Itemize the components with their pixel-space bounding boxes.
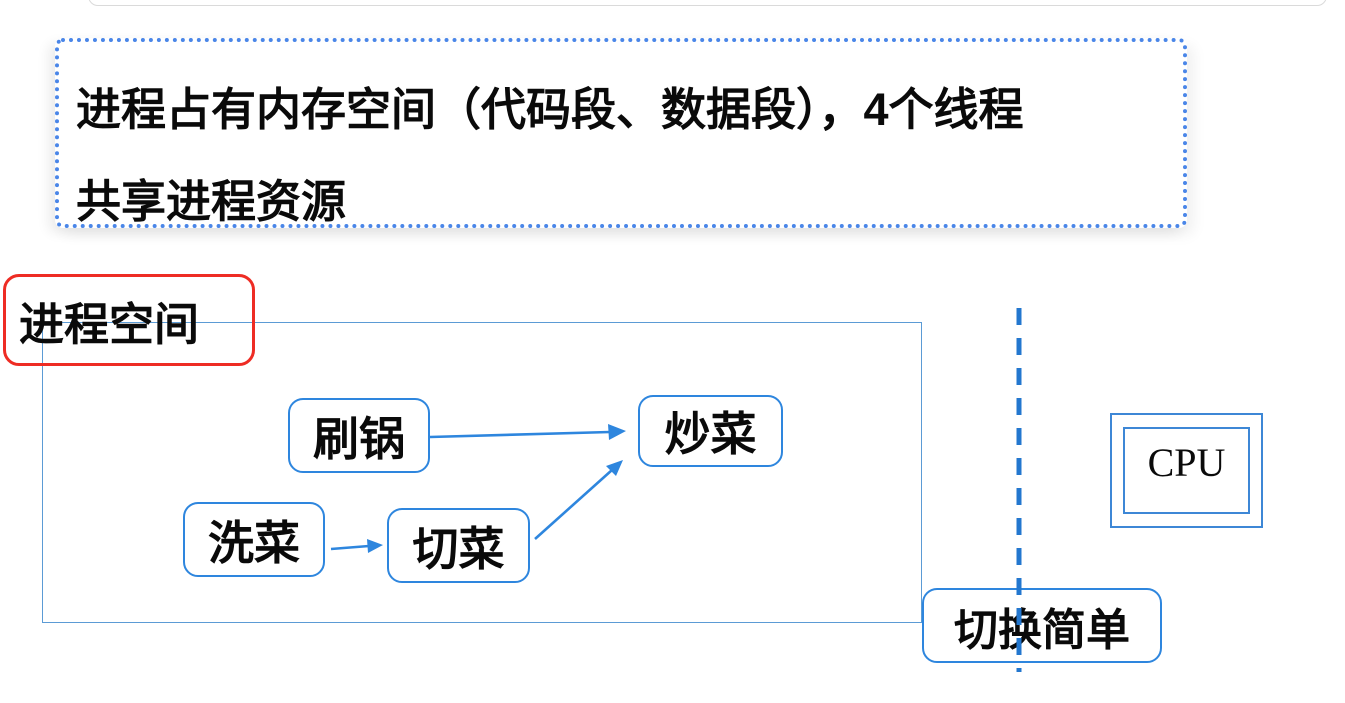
note-line-1: 进程占有内存空间（代码段、数据段），4个线程 [76, 84, 1024, 135]
task-node-label: 刷锅 [313, 412, 405, 465]
cpu-label: CPU [1147, 440, 1226, 485]
note-line-2: 共享进程资源 [76, 176, 347, 227]
cpu-box-inner: CPU [1123, 427, 1250, 514]
task-node-chaocai: 炒菜 [638, 395, 783, 467]
switch-simple-box: 切换简单 [922, 588, 1162, 663]
task-node-shuaguo: 刷锅 [288, 398, 430, 473]
process-space-container [42, 322, 922, 623]
task-node-label: 切菜 [412, 522, 505, 575]
cpu-box-outer: CPU [1110, 413, 1263, 528]
task-node-qiecai: 切菜 [387, 508, 530, 583]
switch-simple-label: 切换简单 [954, 605, 1130, 655]
process-space-label: 进程空间 [3, 274, 255, 366]
task-node-label: 炒菜 [664, 408, 757, 460]
task-node-xicai: 洗菜 [183, 502, 325, 577]
cropped-card-bottom-edge [88, 0, 1327, 6]
process-space-label-text: 进程空间 [19, 298, 200, 350]
task-node-label: 洗菜 [208, 516, 300, 569]
note-text: 进程占有内存空间（代码段、数据段），4个线程 共享进程资源 [59, 42, 1183, 248]
note-box: 进程占有内存空间（代码段、数据段），4个线程 共享进程资源 [55, 38, 1187, 228]
